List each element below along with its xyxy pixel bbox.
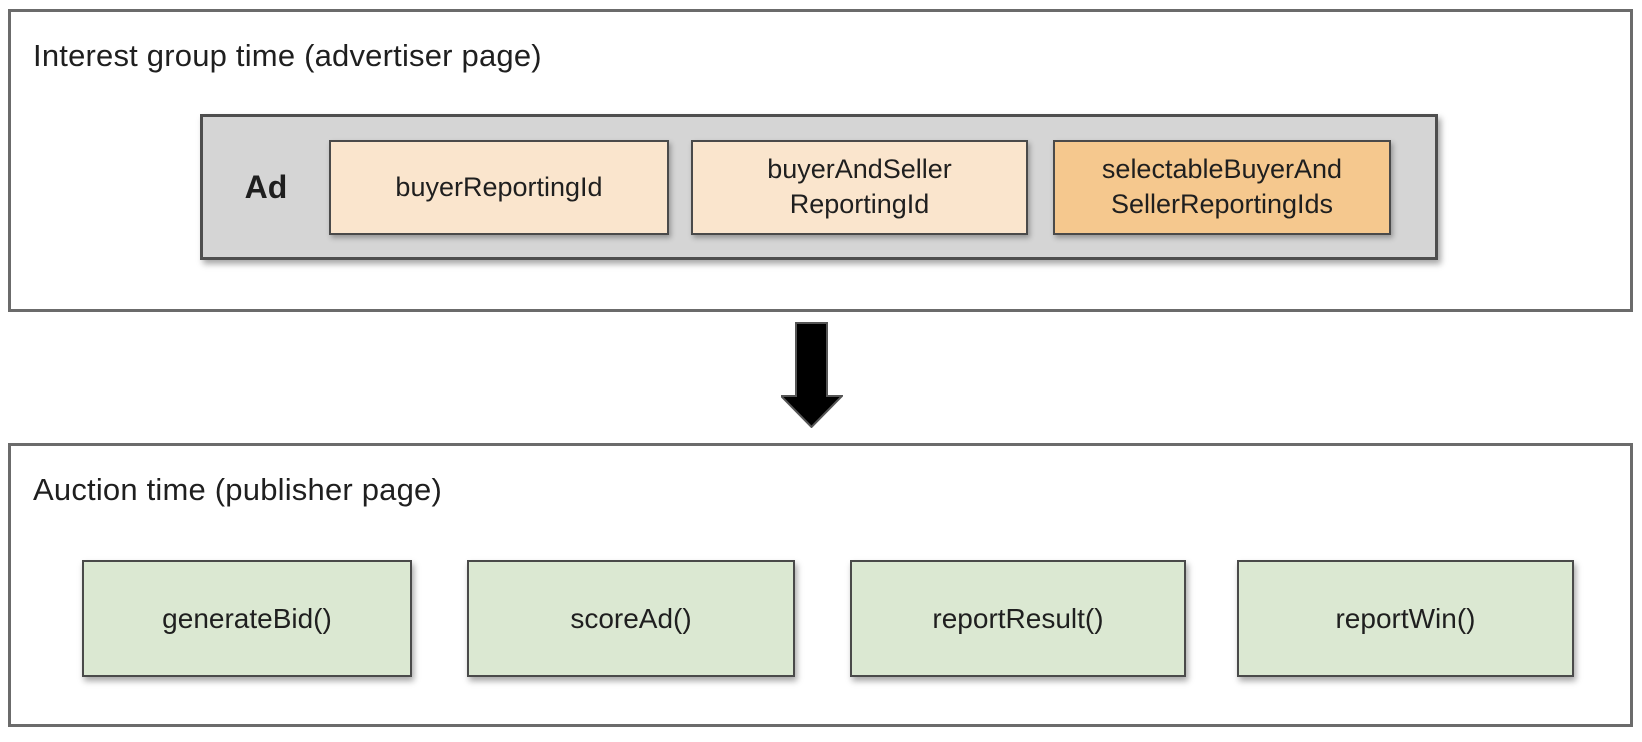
ad-container: Ad buyerReportingId buyerAndSeller Repor… — [200, 114, 1438, 260]
auction-panel-title: Auction time (publisher page) — [33, 472, 443, 507]
function-box-report-win: reportWin() — [1237, 560, 1574, 677]
function-label: reportWin() — [1335, 602, 1476, 634]
field-label-line: ReportingId — [789, 189, 930, 219]
auction-panel: Auction time (publisher page) generateBi… — [8, 443, 1633, 727]
field-selectable-buyer-and-seller-reporting-ids: selectableBuyerAnd SellerReportingIds — [1053, 139, 1391, 235]
field-label-line: SellerReportingIds — [1110, 189, 1334, 219]
field-label-line: buyerReportingId — [395, 171, 603, 202]
function-label: reportResult() — [932, 602, 1104, 634]
ad-label: Ad — [244, 168, 288, 205]
field-buyer-and-seller-reporting-id: buyerAndSeller ReportingId — [691, 139, 1028, 235]
function-box-generate-bid: generateBid() — [82, 560, 412, 677]
field-label-line: buyerAndSeller — [767, 154, 952, 184]
function-label: scoreAd() — [570, 602, 692, 634]
interest-group-panel: Interest group time (advertiser page) Ad… — [8, 9, 1633, 312]
interest-group-panel-title: Interest group time (advertiser page) — [33, 38, 542, 73]
field-buyer-reporting-id: buyerReportingId — [329, 139, 669, 235]
function-box-score-ad: scoreAd() — [467, 560, 795, 677]
function-label: generateBid() — [162, 602, 332, 634]
field-label-line: selectableBuyerAnd — [1101, 154, 1343, 184]
arrow-down-icon — [781, 322, 843, 428]
function-box-report-result: reportResult() — [850, 560, 1186, 677]
